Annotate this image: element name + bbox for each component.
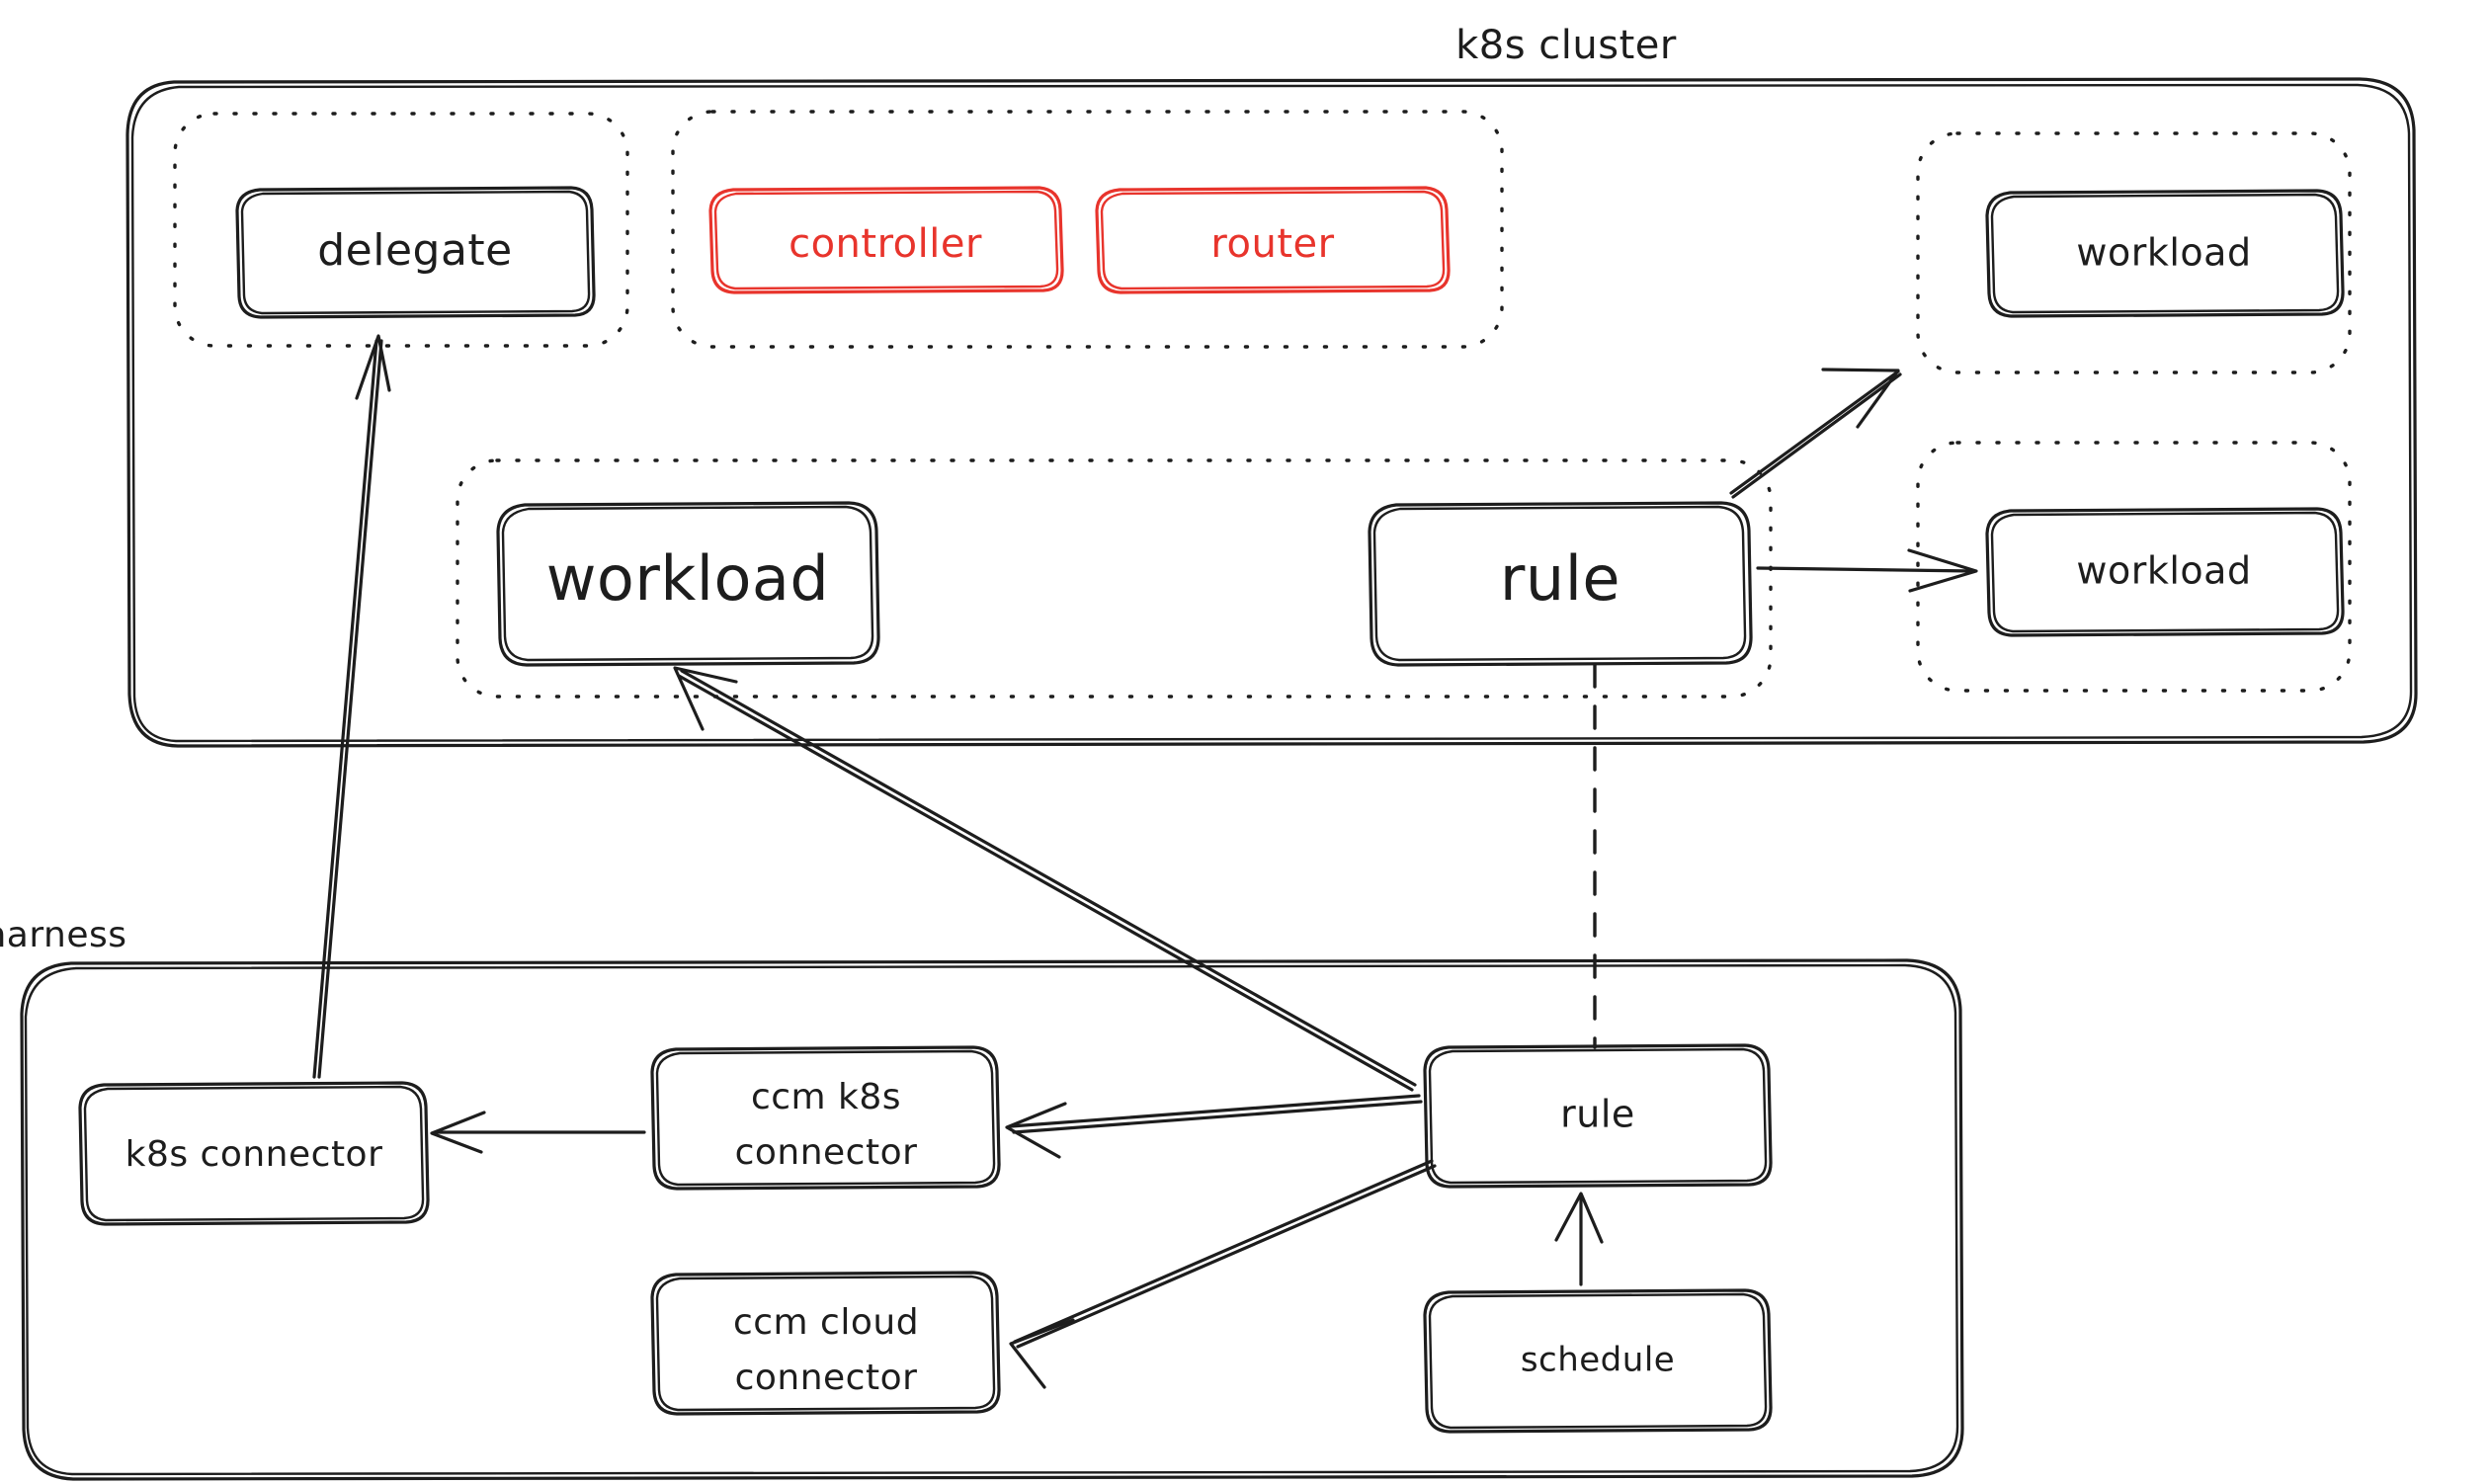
k8s-cluster-container [125,77,2418,748]
node-workload-main-label: workload [546,542,830,615]
node-delegate[interactable]: delegate [235,186,596,319]
node-delegate-label: delegate [317,225,513,276]
edge-rulecluster-workloadbottom [1756,548,1978,593]
node-rule-harness[interactable]: rule [1423,1043,1773,1189]
k8s-cluster-title: k8s cluster [1455,23,1677,68]
node-workload-top-label: workload [2076,231,2251,275]
node-rule-cluster[interactable]: rule [1368,501,1753,667]
node-workload-top[interactable]: workload [1985,189,2345,318]
edge-ruleharness-ccmcloud [1009,1159,1437,1389]
node-workload-bottom-label: workload [2076,549,2251,593]
node-ccm-k8s-connector-label-line2: connector [735,1132,918,1173]
node-k8s-connector-label: k8s connector [125,1134,383,1175]
edge-ruleharness-workloadmain [673,666,1417,1092]
controller-router-group [671,110,1504,349]
node-workload-main[interactable]: workload [496,501,880,667]
node-schedule[interactable]: schedule [1423,1288,1773,1434]
node-ccm-k8s-connector[interactable]: ccm k8s connector [650,1045,1001,1191]
node-rule-cluster-label: rule [1500,542,1620,615]
edge-ccmk8s-k8sconnector [430,1111,646,1154]
node-controller-label: controller [789,221,982,267]
node-k8s-connector[interactable]: k8s connector [78,1081,430,1226]
harness-container [20,958,1964,1481]
node-schedule-label: schedule [1521,1341,1675,1380]
workload-bottom-group [1916,441,2352,693]
node-ccm-cloud-connector-label-line2: connector [735,1358,918,1398]
edge-rulecluster-workloadtop [1729,368,1902,499]
node-workload-bottom[interactable]: workload [1985,507,2345,637]
node-ccm-cloud-connector[interactable]: ccm cloud connector [650,1271,1001,1416]
node-rule-harness-label: rule [1560,1093,1635,1136]
node-ccm-k8s-connector-label-line1: ccm k8s [751,1077,901,1117]
workload-top-group [1916,131,2352,374]
edge-k8sconnector-delegate [312,334,391,1079]
edge-schedule-ruleharness [1554,1192,1604,1286]
harness-title: harness [0,915,127,955]
node-router[interactable]: router [1095,186,1451,294]
node-controller[interactable]: controller [708,186,1064,294]
node-ccm-cloud-connector-label-line1: ccm cloud [733,1302,919,1343]
edge-ruleharness-ccmk8s [1005,1094,1423,1159]
node-router-label: router [1210,221,1334,267]
